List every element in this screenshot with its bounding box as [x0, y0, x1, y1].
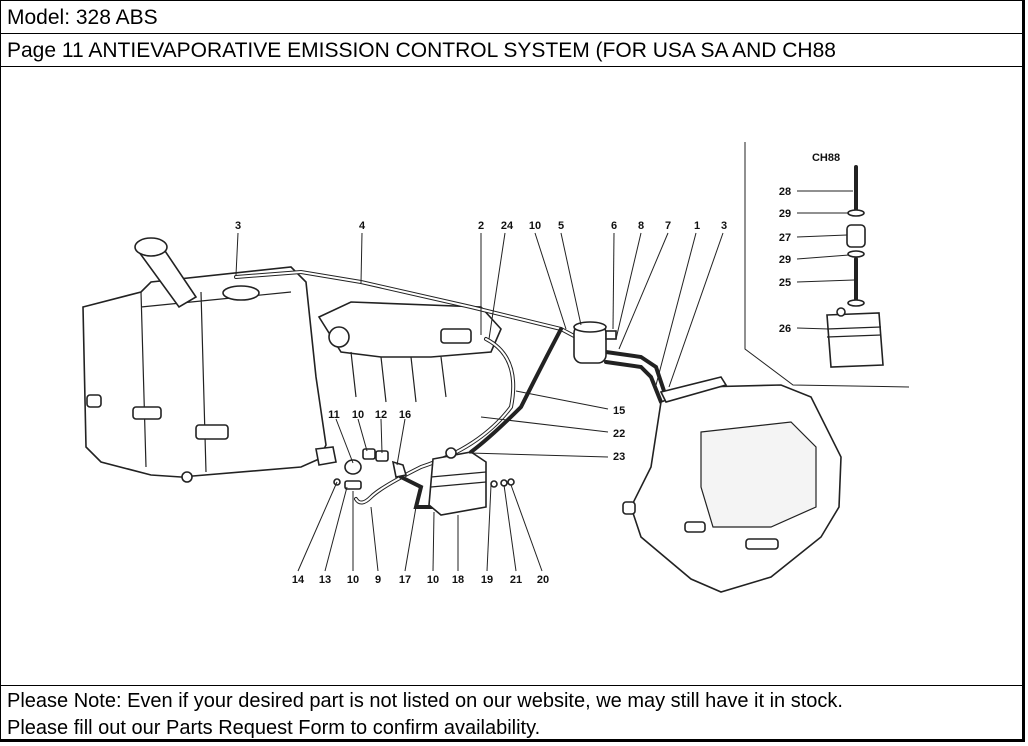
intake-manifold	[317, 301, 502, 403]
callout-27: 27	[779, 232, 791, 244]
callout-leaders	[235, 190, 855, 572]
callout-20: 20	[537, 574, 549, 586]
model-row: Model: 328 ABS	[1, 1, 1022, 34]
callout-29: 29	[779, 208, 791, 220]
callout-labels-inset: CH88 28 29 27 29 25 26	[779, 152, 840, 335]
callout-2: 2	[478, 220, 484, 232]
valve-canister-5	[573, 321, 617, 364]
callout-5: 5	[558, 220, 564, 232]
callout-25: 25	[779, 277, 791, 289]
callout-15: 15	[613, 405, 625, 417]
callout-7: 7	[665, 220, 671, 232]
callout-19: 19	[481, 574, 493, 586]
callout-21: 21	[510, 574, 522, 586]
callout-3: 3	[235, 220, 241, 232]
callout-13: 13	[319, 574, 331, 586]
exploded-view-drawing: 3 4 2 24 10 5 6 8 7 1 3 15 22 23 11 10 1…	[82, 142, 910, 593]
charcoal-canister-18	[428, 447, 515, 516]
callout-12: 12	[375, 409, 387, 421]
left-fuel-tank	[82, 237, 337, 483]
note-row: Please Note: Even if your desired part i…	[1, 686, 1022, 740]
title-row: Page 11 ANTIEVAPORATIVE EMISSION CONTROL…	[1, 34, 1022, 67]
callout-10d: 10	[347, 574, 359, 586]
small-valve-parts	[333, 448, 408, 490]
model-label: Model: 328 ABS	[7, 6, 158, 29]
callout-16: 16	[399, 409, 411, 421]
parts-diagram: 3 4 2 24 10 5 6 8 7 1 3 15 22 23 11 10 1…	[1, 67, 1022, 686]
note-line-2: Please fill out our Parts Request Form t…	[7, 717, 541, 739]
callout-labels-middle: 11 10 12 16	[328, 409, 411, 421]
callout-14: 14	[292, 574, 305, 586]
callout-labels-top: 3 4 2 24 10 5 6 8 7 1 3	[235, 220, 727, 232]
callout-10c: 10	[352, 409, 364, 421]
inset-title: CH88	[812, 152, 840, 164]
callout-26: 26	[779, 323, 791, 335]
callout-10: 10	[529, 220, 541, 232]
callout-4: 4	[359, 220, 366, 232]
callout-18: 18	[452, 574, 464, 586]
inset-divider	[744, 142, 910, 388]
callout-22: 22	[613, 428, 625, 440]
note-line-1: Please Note: Even if your desired part i…	[7, 690, 843, 712]
callout-6: 6	[611, 220, 617, 232]
callout-9: 9	[375, 574, 381, 586]
right-fuel-tank	[622, 376, 842, 593]
callout-labels-right: 15 22 23	[613, 405, 625, 463]
callout-24: 24	[501, 220, 514, 232]
callout-3b: 3	[721, 220, 727, 232]
callout-11: 11	[328, 409, 340, 421]
callout-1: 1	[694, 220, 700, 232]
ch88-inset	[826, 165, 884, 368]
page-title: Page 11 ANTIEVAPORATIVE EMISSION CONTROL…	[7, 39, 836, 62]
callout-10e: 10	[427, 574, 439, 586]
callout-23: 23	[613, 451, 625, 463]
callout-29b: 29	[779, 254, 791, 266]
callout-28: 28	[779, 186, 791, 198]
callout-8: 8	[638, 220, 644, 232]
callout-labels-bottom: 14 13 10 9 17 10 18 19 21 20	[292, 574, 549, 586]
callout-17: 17	[399, 574, 411, 586]
